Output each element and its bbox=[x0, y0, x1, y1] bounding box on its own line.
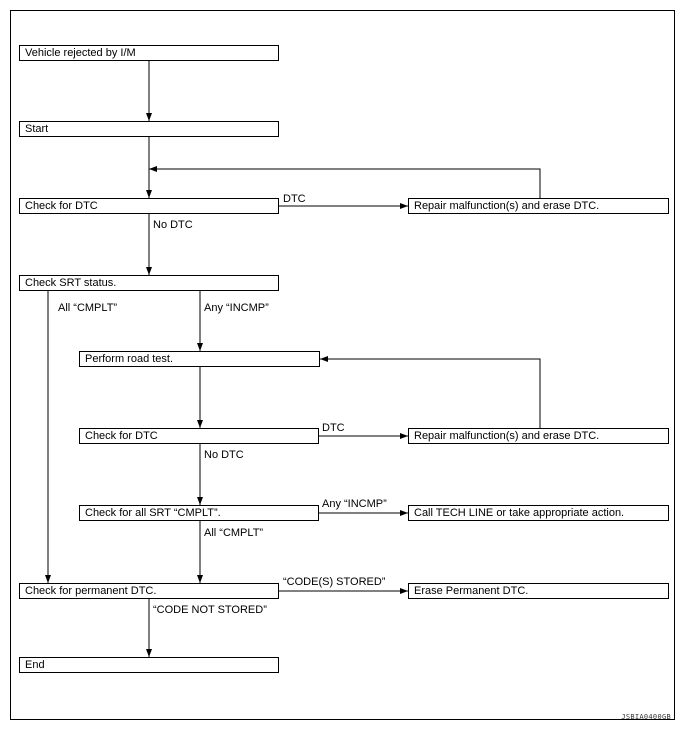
label-codes-stored: “CODE(S) STORED” bbox=[283, 576, 386, 588]
label-all-cmplt-1: All “CMPLT” bbox=[58, 302, 118, 314]
box-start: Start bbox=[19, 121, 279, 137]
figure-code: JSBIA0400GB bbox=[621, 713, 671, 721]
box-check-srt: Check SRT status. bbox=[19, 275, 279, 291]
box-call-tech-line: Call TECH LINE or take appropriate actio… bbox=[408, 505, 669, 521]
box-repair-2: Repair malfunction(s) and erase DTC. bbox=[408, 428, 669, 444]
box-repair-1: Repair malfunction(s) and erase DTC. bbox=[408, 198, 669, 214]
loop-repair-1-back bbox=[149, 166, 541, 198]
diagram-frame bbox=[10, 10, 675, 720]
label-dtc-2: DTC bbox=[322, 422, 345, 434]
label-no-dtc-2: No DTC bbox=[204, 449, 244, 461]
box-vehicle-rejected: Vehicle rejected by I/M bbox=[19, 45, 279, 61]
label-dtc-1: DTC bbox=[283, 193, 306, 205]
box-erase-permanent: Erase Permanent DTC. bbox=[408, 583, 669, 599]
box-check-dtc-1: Check for DTC bbox=[19, 198, 279, 214]
label-all-cmplt-2: All “CMPLT” bbox=[204, 527, 264, 539]
box-check-dtc-2: Check for DTC bbox=[79, 428, 319, 444]
label-code-not-stored: “CODE NOT STORED” bbox=[153, 604, 267, 616]
box-check-all-srt: Check for all SRT “CMPLT”. bbox=[79, 505, 319, 521]
label-no-dtc-1: No DTC bbox=[153, 219, 193, 231]
label-any-incmp-2: Any “INCMP” bbox=[322, 498, 387, 510]
loop-repair-2-back bbox=[320, 356, 541, 428]
box-end: End bbox=[19, 657, 279, 673]
box-road-test: Perform road test. bbox=[79, 351, 320, 367]
label-any-incmp-1: Any “INCMP” bbox=[204, 302, 269, 314]
box-check-permanent: Check for permanent DTC. bbox=[19, 583, 279, 599]
